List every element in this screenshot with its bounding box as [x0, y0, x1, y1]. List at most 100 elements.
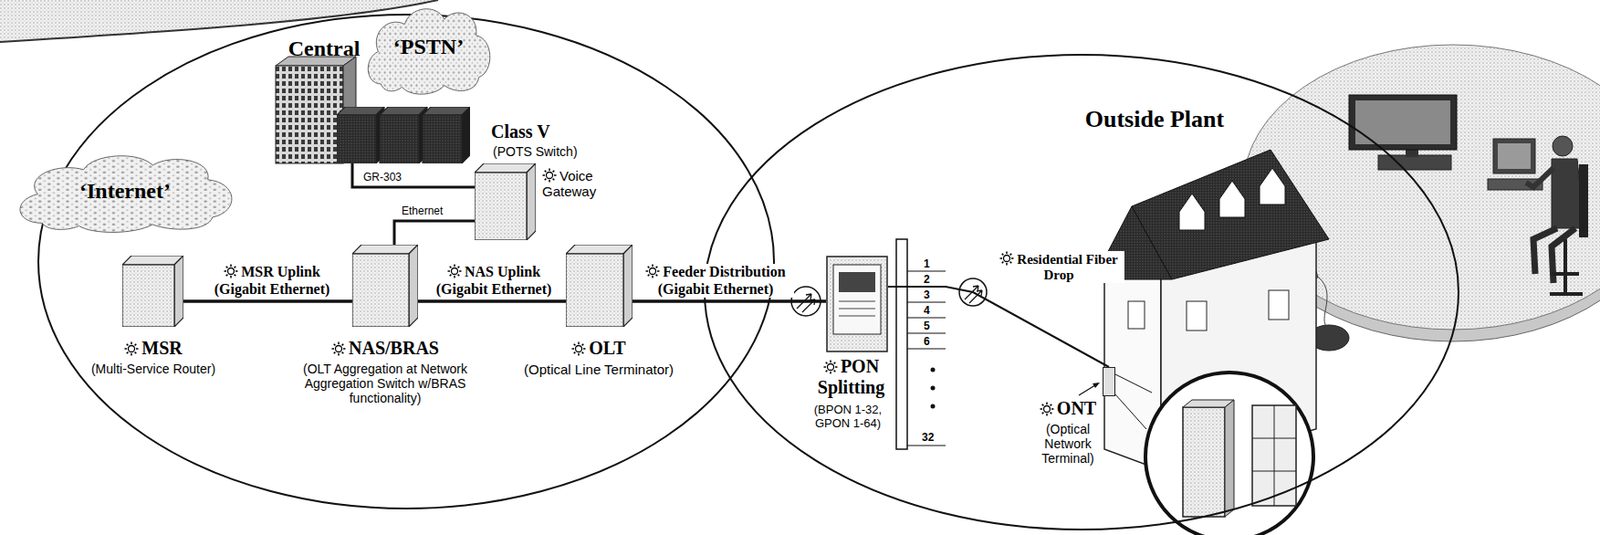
region-title: Outside Plant — [1049, 105, 1260, 134]
sun-icon-part — [228, 268, 235, 275]
equipment-box-shape-part — [352, 244, 419, 327]
sun-icon — [1039, 401, 1055, 417]
node-subtitle: (OLT Aggregation at Network Aggregation … — [273, 361, 497, 406]
equipment-box-shape-part — [122, 255, 184, 327]
ont-device-shape-part — [1103, 367, 1116, 397]
sun-icon-part — [543, 168, 557, 183]
splitter-cabinet-shape-part — [838, 301, 876, 316]
edge-label: Feeder Distribution (Gigabit Ethernet) — [637, 263, 795, 298]
connector — [632, 299, 827, 304]
corner-region-part — [0, 0, 439, 42]
equipment-box-shape — [474, 163, 536, 241]
splitter-port-bar-part — [930, 386, 936, 391]
equipment-box: NAS/BRAS(OLT Aggregation at Network Aggr… — [352, 244, 419, 327]
sun-icon-part — [224, 264, 239, 279]
edge-label-text: Feeder Distribution (Gigabit Ethernet) — [658, 263, 786, 296]
television-part — [1355, 100, 1451, 145]
splitter-port-bar-part — [930, 404, 936, 409]
switch-equipment-shape-part — [336, 106, 385, 164]
port-number: 5 — [923, 319, 931, 333]
person-part — [1552, 135, 1573, 157]
ont-magnifier-part — [1182, 407, 1225, 517]
ont-device-shape — [1102, 366, 1116, 397]
node-subtitle-text: (OLT Aggregation at Network Aggregation … — [303, 361, 468, 406]
sun-icon-part — [128, 345, 136, 353]
person — [1526, 135, 1589, 294]
node-title: Voice Gateway — [542, 167, 629, 200]
port-number: 3 — [923, 288, 931, 302]
network-cloud-shape-part — [20, 156, 232, 233]
edge-label-text: Residential Fiber Drop — [1016, 251, 1118, 283]
switch-equipment-shape-part-part — [336, 115, 377, 164]
edge-label: NAS Uplink (Gigabit Ethernet) — [421, 263, 566, 298]
cloud-label-text: ‘PSTN’ — [393, 34, 464, 59]
house-part — [1219, 180, 1245, 218]
equipment-box-shape-part-part — [352, 253, 409, 327]
node-subtitle-text: (POTS Switch) — [492, 144, 578, 159]
equipment-box: MSR(Multi-Service Router) — [122, 255, 184, 327]
splitter-cabinet: PON Splitting(BPON 1-32, GPON 1-64) — [826, 255, 889, 353]
equipment-box-shape — [352, 244, 419, 327]
sun-icon-part — [1039, 402, 1054, 417]
connector — [394, 220, 475, 245]
network-cloud-shape-part-part — [20, 156, 232, 233]
region-title-text: Central — [288, 36, 361, 61]
node-subtitle: (BPON 1-32, GPON 1-64) — [803, 403, 893, 431]
sun-icon-part — [572, 342, 586, 356]
port-number: 2 — [923, 272, 931, 286]
node-subtitle: (Multi-Service Router) — [75, 361, 231, 377]
television-part — [1349, 94, 1457, 150]
splitter-cabinet-shape-part — [838, 271, 876, 293]
equipment-box-shape-part-part — [122, 255, 184, 265]
computer-part — [1497, 143, 1531, 169]
switch-equipment-shape-part — [379, 106, 428, 164]
network-cloud-shape-part-part — [367, 9, 491, 95]
equipment-box-shape-part-part — [122, 264, 175, 327]
splitter-cabinet-shape — [826, 255, 889, 353]
network-cloud: ‘PSTN’ — [362, 0, 495, 97]
central-office-building-part — [275, 65, 344, 164]
network-cloud: ‘Internet’ — [10, 147, 241, 235]
node-title: NAS/BRAS — [321, 337, 450, 359]
equipment-box-shape-part-part — [474, 163, 536, 173]
corner-region — [0, 0, 439, 42]
sun-icon-part — [823, 360, 837, 375]
sun-icon-part — [826, 364, 834, 371]
sun-icon — [571, 341, 586, 356]
equipment-box-shape-part-part — [623, 244, 633, 327]
edge-label: MSR Uplink (Gigabit Ethernet) — [198, 263, 346, 298]
node-subtitle-text: (Multi-Service Router) — [91, 361, 216, 377]
equipment-box-shape-part-part — [408, 244, 419, 327]
outside-plant-region: Outside PlantPON Splitting(BPON 1-32, GP… — [702, 52, 1461, 532]
equipment-box-shape — [122, 255, 184, 327]
node-title-text: OLT — [588, 337, 626, 358]
connector — [888, 286, 1109, 367]
node-subtitle-text: (BPON 1-32, GPON 1-64) — [814, 402, 882, 430]
sun-icon — [124, 341, 139, 356]
house-part — [1268, 290, 1289, 320]
port-number: 6 — [923, 334, 931, 348]
node-title-text: NAS/BRAS — [348, 337, 440, 358]
person-part — [1579, 164, 1589, 238]
port-number: 4 — [923, 303, 931, 317]
equipment-box-shape-part-part — [352, 244, 419, 254]
splitter-cabinet-shape-part — [833, 264, 881, 335]
equipment-box: OLT(Optical Line Terminator) — [565, 244, 633, 327]
splitter-port-bar — [896, 239, 946, 450]
sun-icon-part — [125, 342, 139, 356]
splitter-port-bar-part — [907, 271, 946, 446]
edge-label: Residential Fiber Drop — [993, 250, 1125, 284]
switch-equipment-shape — [336, 106, 471, 164]
port-number: 1 — [923, 257, 931, 271]
splitter-cabinet-shape-part — [826, 256, 888, 352]
sun-icon-part — [575, 345, 583, 353]
node-subtitle-text: (Optical Line Terminator) — [523, 361, 674, 377]
fiber-symbol-part — [964, 285, 983, 304]
switch-equipment-shape-part-part — [461, 106, 471, 164]
node-title-text: Class V — [491, 121, 551, 142]
sun-icon — [542, 167, 557, 183]
node-title-text: ONT — [1056, 397, 1097, 419]
equipment-box-shape-part-part — [565, 244, 633, 254]
node-title: PON Splitting — [807, 355, 895, 398]
house-part — [1186, 301, 1207, 331]
